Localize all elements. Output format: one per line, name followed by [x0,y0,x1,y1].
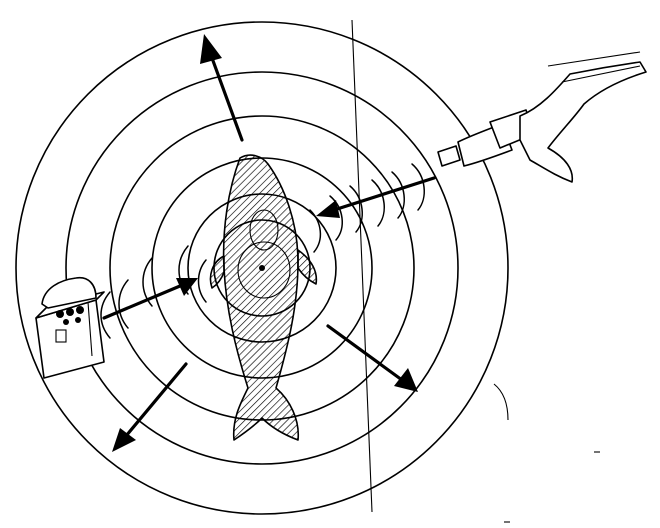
curve-mark [494,384,508,420]
treasure-chest-icon [36,278,104,378]
diver-hand-with-device-icon [438,52,646,182]
sound-waves-left [101,246,206,338]
diagonal-line [352,20,372,512]
fish-center-dot [259,265,265,271]
